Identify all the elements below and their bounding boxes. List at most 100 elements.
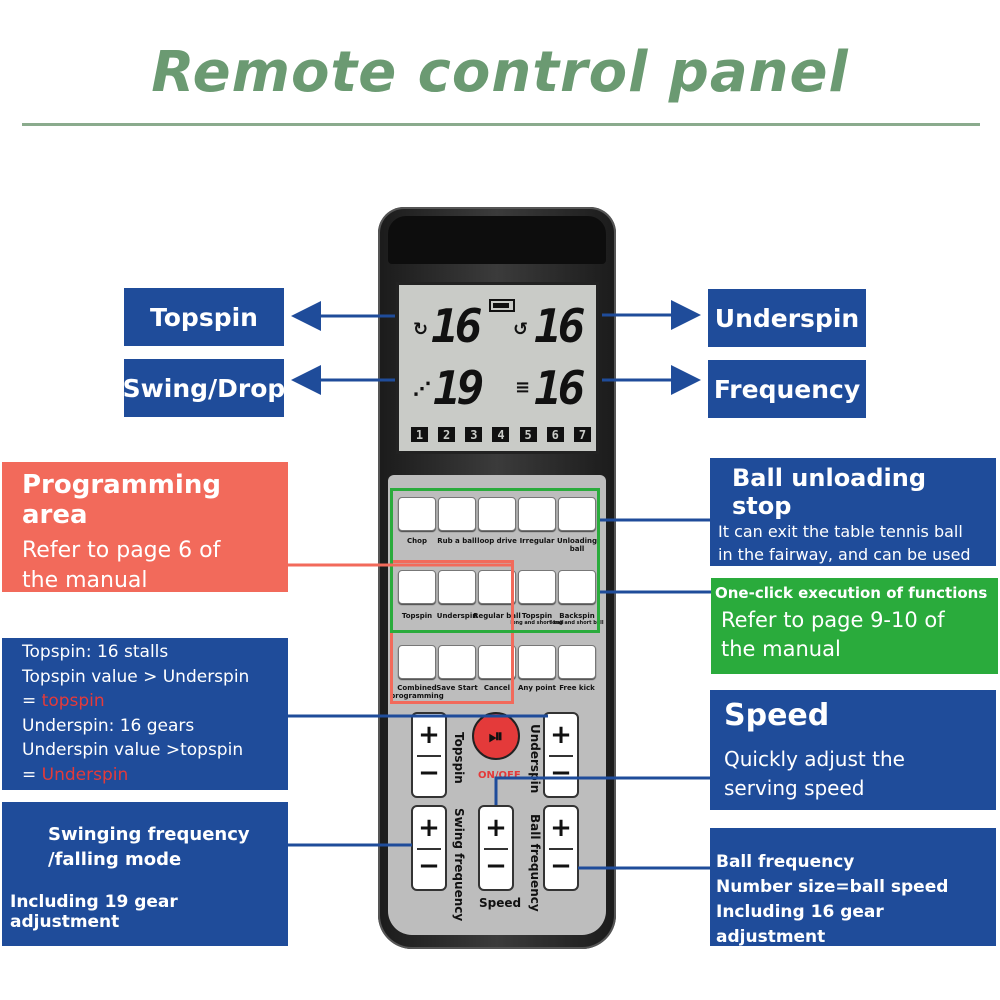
underspin-highlight: Underspin [41, 764, 129, 785]
lcd-underspin-value: 16 [534, 299, 585, 353]
spin-info-line: = topspin [22, 691, 105, 711]
key-label: Chop [407, 537, 427, 545]
key-regular-ball[interactable] [478, 570, 516, 604]
key-label: Underspin [436, 612, 478, 620]
speed-body: Quickly adjust the serving speed [724, 747, 905, 800]
spin-info-line: Underspin: 16 gears [22, 715, 195, 736]
lcd-topspin-value: 16 [431, 299, 482, 353]
frequency-icon: ≡ [515, 377, 531, 398]
key-sublabel: long and short ball [510, 620, 564, 626]
plus-icon: + [550, 720, 572, 750]
plus-icon: + [418, 813, 440, 843]
topspin-arrow-icon: ↻ [413, 319, 429, 340]
speed-callout: Speed Quickly adjust the serving speed [710, 690, 996, 810]
ball-frequency-callout: Ball frequency Number size=ball speed In… [710, 828, 996, 947]
key-label: Unloading ball [556, 537, 597, 553]
lcd-slot: 1 [411, 427, 428, 442]
one-click-callout: One-click execution of functions Refer t… [711, 578, 998, 674]
ball-frequency-line: Including 16 gear adjustment [716, 902, 884, 947]
swing-icon: ⋰ [413, 379, 431, 400]
key-label: Any point [518, 684, 556, 692]
swing-frequency-stepper[interactable]: +− [411, 805, 447, 891]
swing-info-line: Swinging frequency [48, 824, 250, 845]
key-combined-programming[interactable] [398, 645, 436, 679]
plus-icon: + [550, 813, 572, 843]
play-pause-icon: ⏯ [488, 725, 504, 747]
key-irregular[interactable] [518, 497, 556, 531]
spin-info-callout: Topspin: 16 stalls Topspin value > Under… [2, 638, 288, 790]
minus-icon: − [485, 851, 507, 881]
key-cancel[interactable] [478, 645, 516, 679]
lcd-slot: 3 [465, 427, 483, 442]
speed-control-label: Speed [479, 896, 522, 910]
key-label: loop drive [477, 537, 517, 545]
key-free-kick[interactable] [558, 645, 596, 679]
spin-info-line: Underspin value >topspin [22, 740, 244, 760]
frequency-label: Frequency [708, 360, 866, 418]
key-topspin-long-short[interactable] [518, 570, 556, 604]
one-click-heading: One-click execution of functions [715, 584, 988, 602]
swing-info-callout: Swinging frequency /falling mode Includi… [2, 802, 288, 946]
key-label: Topspin [521, 612, 553, 620]
key-label: Irregular [519, 537, 555, 545]
underspin-label: Underspin [708, 289, 866, 347]
key-label: Backspin [559, 612, 595, 620]
ball-unloading-heading: Ball unloading stop [732, 464, 927, 520]
minus-icon: − [418, 851, 440, 881]
spin-info-line: = Underspin [22, 764, 129, 785]
speed-heading: Speed [724, 698, 830, 733]
key-any-point[interactable] [518, 645, 556, 679]
ball-unloading-line: in the fairway, and can be used [718, 545, 971, 564]
one-click-area-outline [390, 488, 600, 633]
swing-drop-label: Swing/Drop [123, 359, 285, 417]
ball-frequency-line: Ball frequency [716, 852, 855, 872]
underspin-arrow-icon: ↺ [513, 319, 529, 340]
spin-info-line: Topspin value > Underspin [22, 666, 250, 687]
key-label: Topspin [401, 612, 433, 620]
topspin-stepper[interactable]: +− [411, 712, 447, 798]
key-label: Free kick [559, 684, 595, 692]
ball-unloading-line: It can exit the table tennis ball [718, 522, 963, 541]
key-label: Save Start [436, 684, 478, 692]
key-rub-a-ball[interactable] [438, 497, 476, 531]
key-label: Rub a ball [437, 537, 477, 545]
plus-icon: + [485, 813, 507, 843]
onoff-label: ON/OFF [478, 770, 521, 781]
one-click-body: Refer to page 9-10 of the manual [721, 608, 945, 661]
lcd-screen: ↻ 16 ↺ 16 ⋰ 19 ≡ 16 1 2 3 4 5 6 7 [396, 282, 599, 454]
lcd-swing-value: 19 [433, 361, 484, 415]
battery-icon [489, 299, 515, 312]
key-label: Regular ball [473, 612, 521, 620]
key-sublabel: long and short ball [550, 620, 604, 626]
lcd-slot: 2 [438, 427, 456, 442]
key-loop-drive[interactable] [478, 497, 516, 531]
ball-frequency-line: Number size=ball speed [716, 877, 949, 897]
key-chop[interactable] [398, 497, 436, 531]
lcd-slot-row: 1 2 3 4 5 6 7 [411, 427, 591, 442]
programming-area-callout: Programming area Refer to page 6 of the … [2, 462, 288, 593]
speed-stepper[interactable]: +− [478, 805, 514, 891]
programming-body: Refer to page 6 of the manual [22, 538, 221, 593]
ball-frequency-stepper[interactable]: +− [543, 805, 579, 891]
page-title: Remote control panel [151, 40, 849, 105]
remote-top-cap [388, 216, 606, 264]
title-divider [22, 123, 980, 126]
key-underspin[interactable] [438, 570, 476, 604]
lcd-slot: 5 [519, 427, 537, 442]
power-button[interactable]: ⏯ [472, 712, 520, 760]
swing-info-line: /falling mode [48, 849, 182, 870]
key-backspin-long-short[interactable] [558, 570, 596, 604]
ball-unloading-callout: Ball unloading stop It can exit the tabl… [710, 458, 996, 587]
programming-heading: Programming area [22, 470, 221, 530]
plus-icon: + [418, 720, 440, 750]
topspin-label: Topspin [124, 288, 284, 346]
minus-icon: − [550, 851, 572, 881]
key-topspin[interactable] [398, 570, 436, 604]
key-save-start[interactable] [438, 645, 476, 679]
topspin-highlight: topspin [41, 691, 105, 711]
spin-info-line: Topspin: 16 stalls [22, 642, 169, 662]
key-unloading-ball[interactable] [558, 497, 596, 531]
key-label: Cancel [483, 684, 511, 692]
lcd-frequency-value: 16 [534, 361, 585, 415]
